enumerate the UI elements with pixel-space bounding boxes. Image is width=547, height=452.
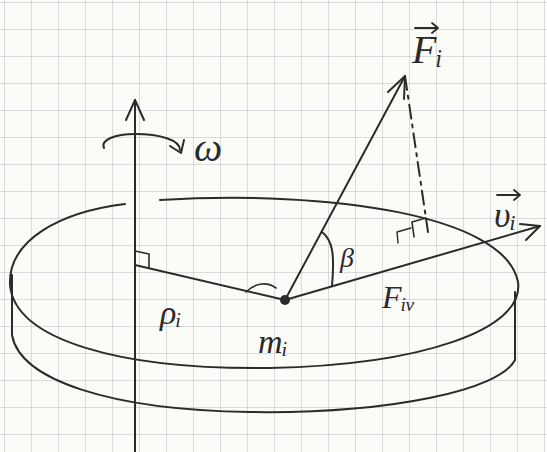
force-vector [285,76,405,300]
velocity-label: υᵢ [494,197,516,233]
mass-label: mᵢ [258,325,288,359]
mass-point [280,295,290,305]
radius-label: ρᵢ [160,296,182,330]
angle-arc [322,232,333,286]
right-angle-mark [412,218,426,237]
rotation-arrowhead [170,140,184,153]
component-label: Fᵢᵥ [382,281,416,313]
right-angle-mark [397,228,411,243]
projection-line [405,76,428,232]
force-label: Fᵢ [412,30,443,70]
disc-top [10,198,518,368]
omega-label: ω [194,128,222,168]
radius-line [135,265,285,300]
angle-label: β [340,244,354,272]
angle-arc [246,284,276,292]
axis-arrowhead [126,100,144,120]
force-arrowhead [388,76,405,99]
right-angle-mark [135,251,149,268]
velocity-arrowhead [520,224,540,240]
rotation-axis [134,100,136,452]
rotation-arc [103,134,180,150]
